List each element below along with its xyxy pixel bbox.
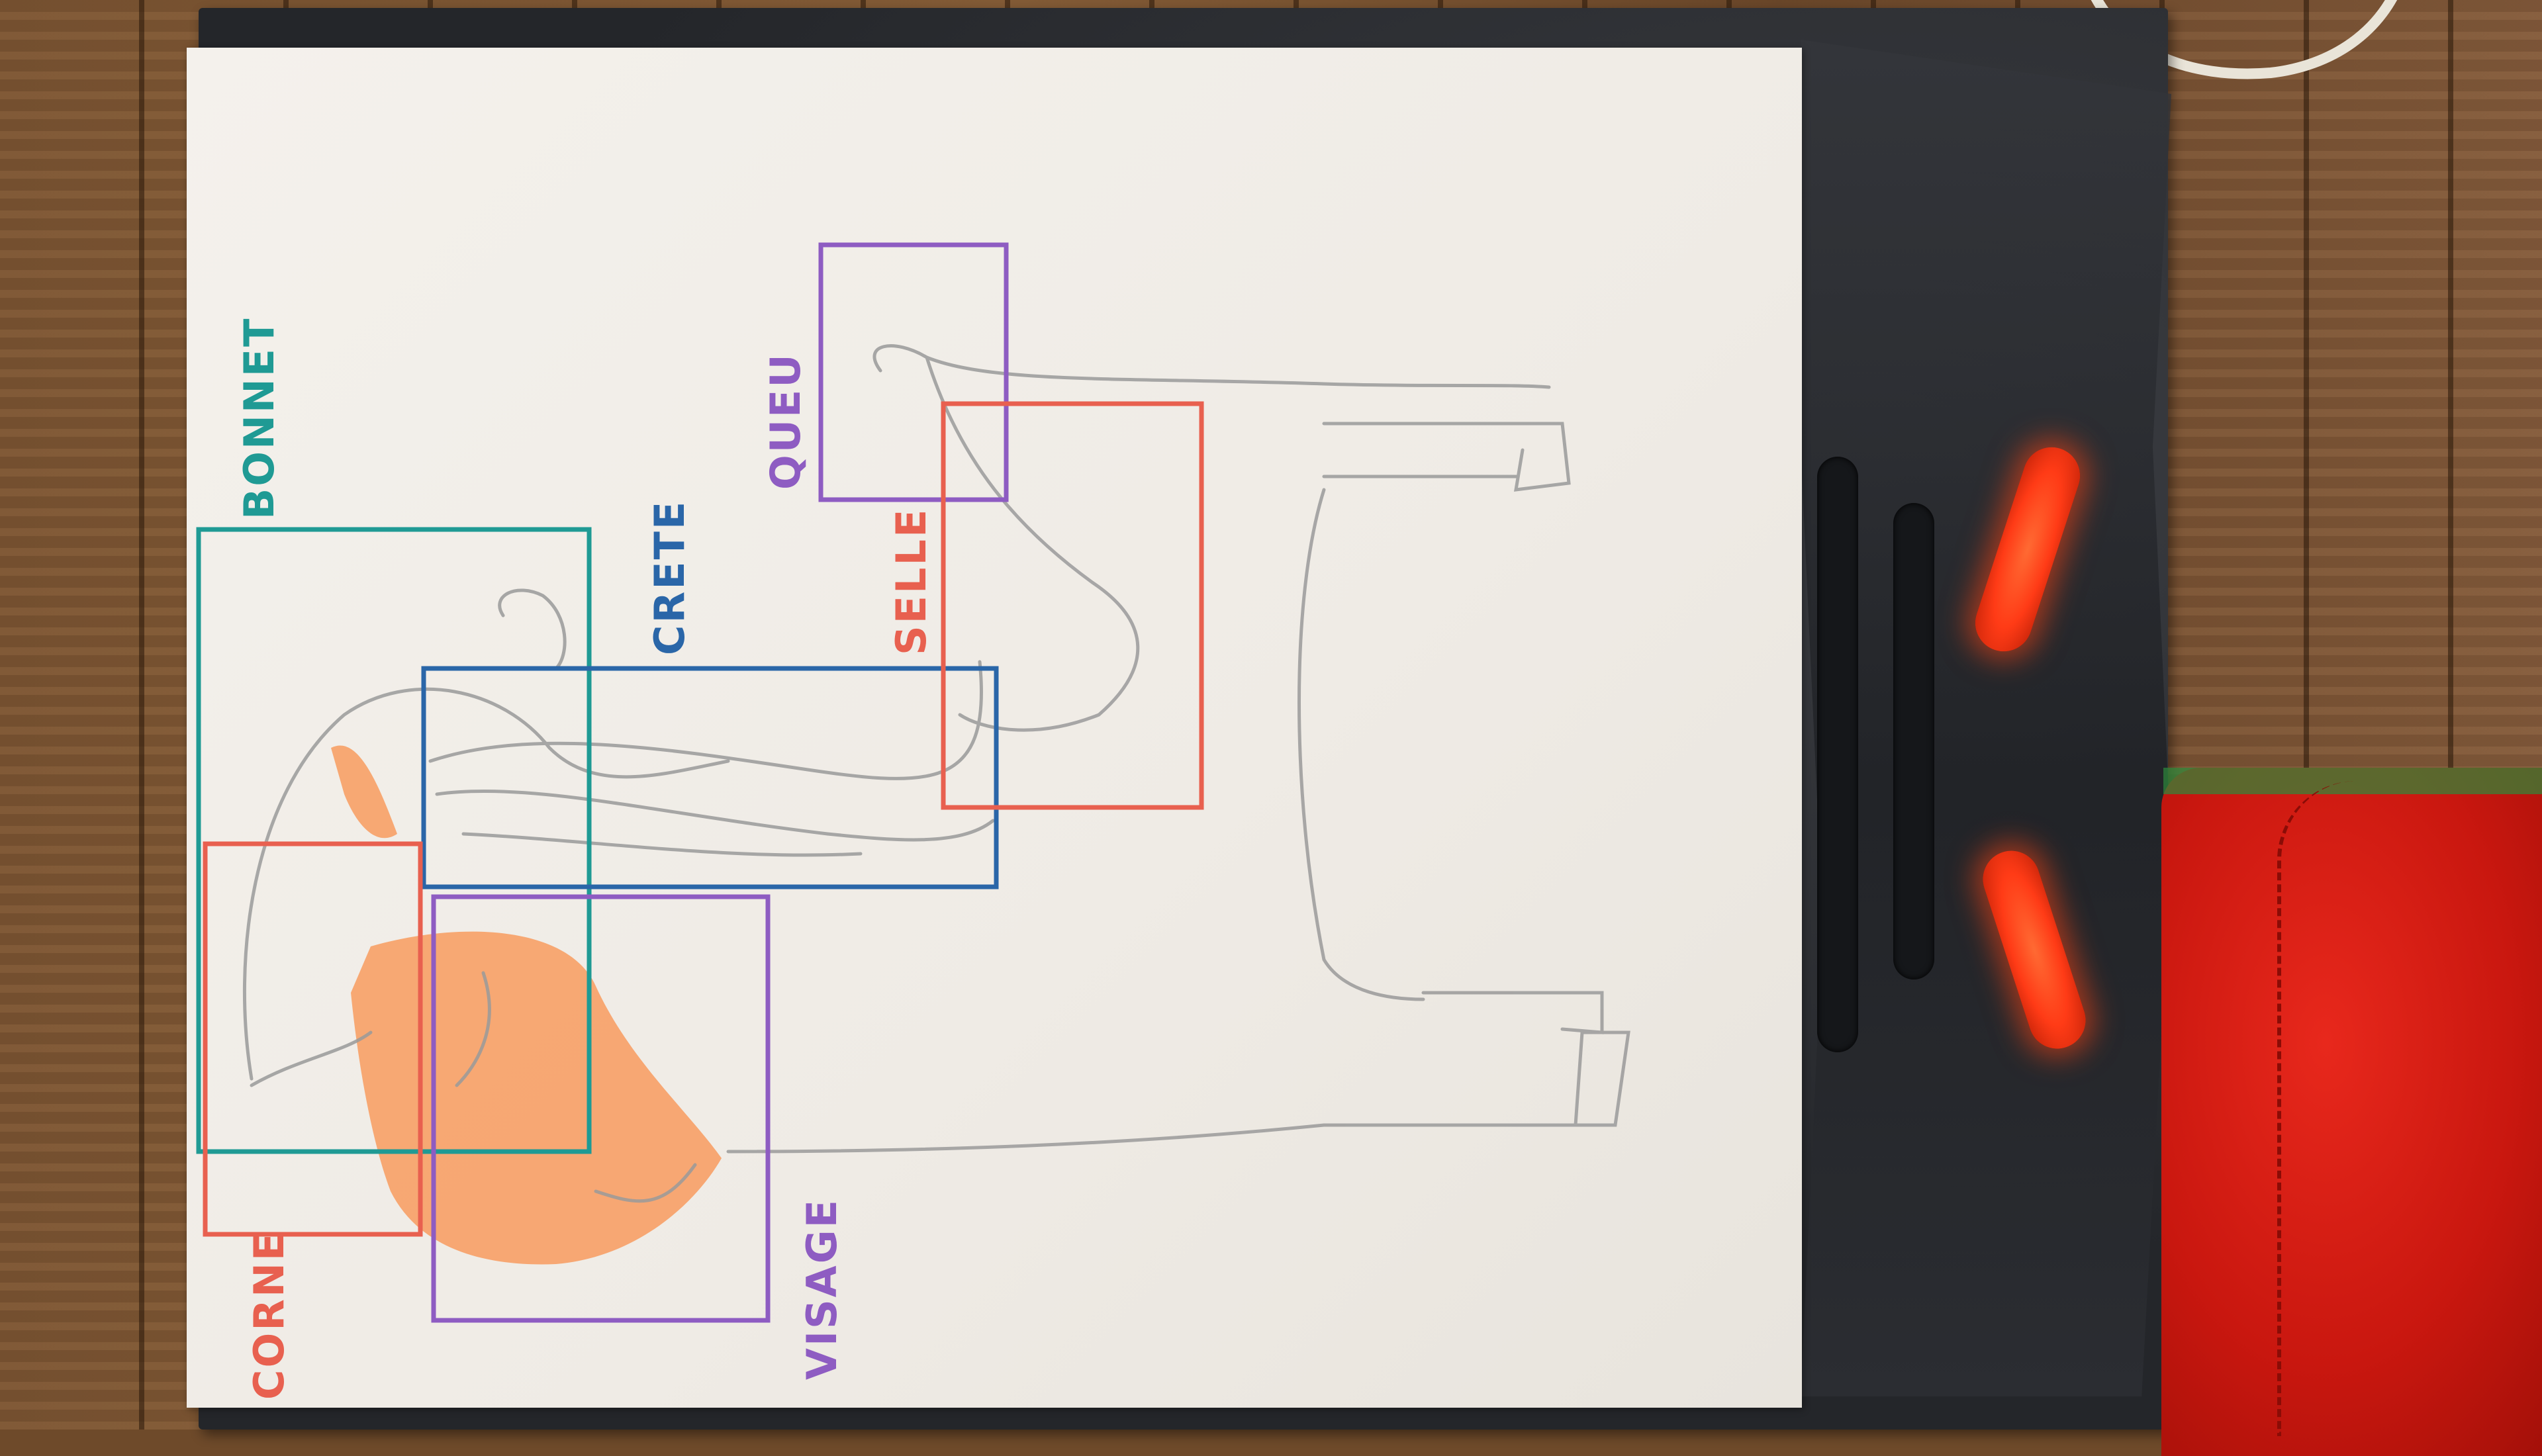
front-leg-1: [1324, 424, 1569, 490]
label-bonnet: BONNET: [235, 317, 283, 520]
box-selle: [943, 404, 1201, 807]
rear-leg-1: [1423, 993, 1602, 1032]
label-crete: CRETE: [645, 500, 694, 655]
belly-outline: [1299, 490, 1424, 999]
mane-outline-2: [463, 834, 861, 855]
label-queu: QUEU: [761, 352, 810, 490]
orange-face-fill: [351, 932, 722, 1265]
label-visage: VISAGE: [798, 1198, 846, 1380]
neck-outline: [430, 662, 982, 778]
box-queu: [821, 245, 1006, 500]
mane-outline: [437, 791, 993, 840]
horn-outline: [252, 1032, 371, 1085]
chest-outline: [728, 1125, 1324, 1152]
rear-leg-2: [1324, 1032, 1628, 1125]
tail-outline: [927, 357, 1138, 730]
orange-ear-fill: [331, 746, 397, 839]
ear-outline: [500, 590, 565, 668]
back-outline: [874, 346, 1549, 387]
label-selle: SELLE: [887, 508, 935, 655]
label-corne: CORNE: [245, 1231, 293, 1400]
